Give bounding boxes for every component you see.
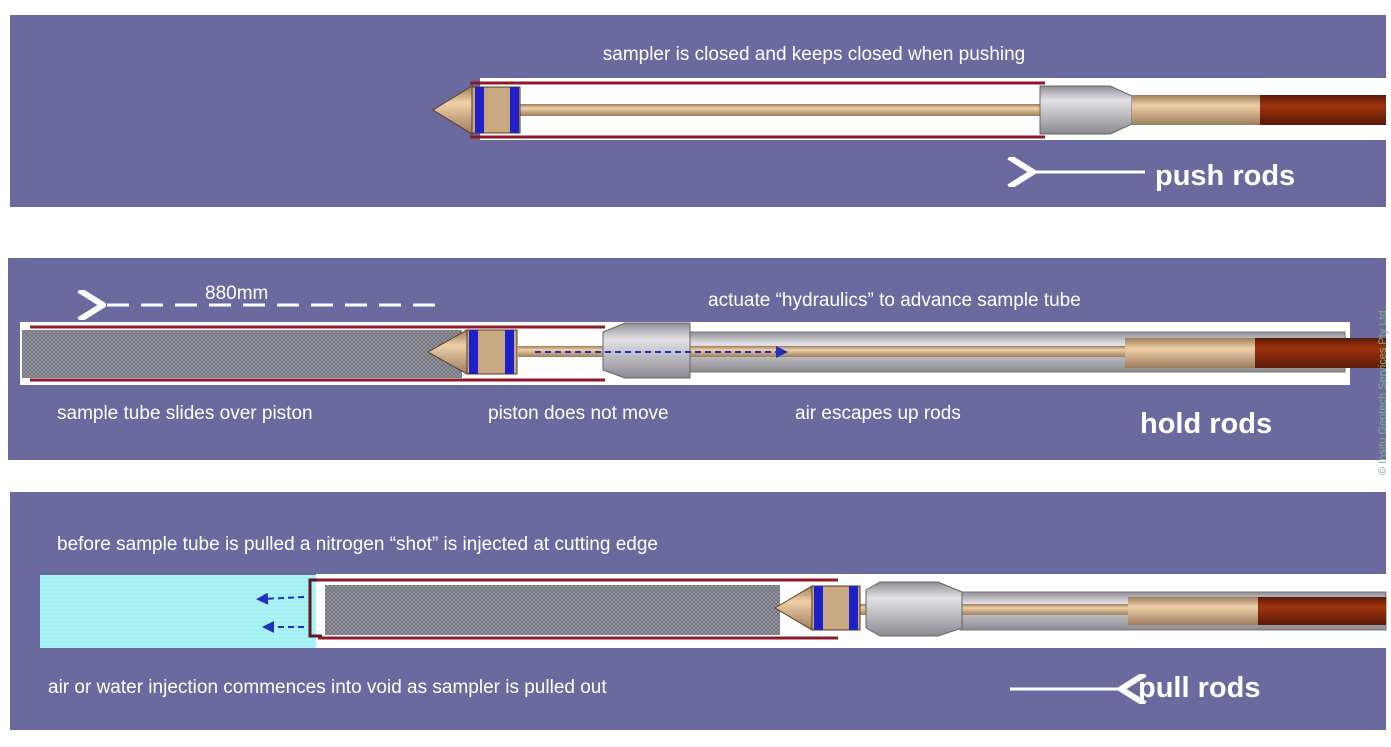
soil-sample xyxy=(325,585,780,635)
rod xyxy=(1132,95,1260,125)
inner-rod xyxy=(860,604,1130,615)
action-label: hold rods xyxy=(1140,408,1272,440)
label-air: air escapes up rods xyxy=(795,403,961,424)
label-injection: air or water injection commences into vo… xyxy=(48,677,607,698)
sampler-head xyxy=(865,581,963,637)
piston-seal xyxy=(849,586,858,630)
void-injection xyxy=(40,575,316,648)
sampler-head xyxy=(602,322,691,379)
cutting-edge xyxy=(308,578,322,638)
piston-seal xyxy=(510,87,519,133)
rod-extension xyxy=(1258,597,1386,625)
panel-pull: before sample tube is pulled a nitrogen … xyxy=(10,492,1387,730)
watermark: © Insitu Geotech Services Pty Ltd xyxy=(1377,310,1389,475)
piston-seal xyxy=(469,330,478,374)
piston-seal xyxy=(475,87,484,133)
caption: sampler is closed and keeps closed when … xyxy=(603,44,1025,65)
action-label: pull rods xyxy=(1138,672,1260,704)
inner-rod xyxy=(518,346,1128,357)
distance-label: 880mm xyxy=(205,283,268,304)
action-label: push rods xyxy=(1155,160,1295,192)
rod-extension xyxy=(1255,338,1386,368)
caption: before sample tube is pulled a nitrogen … xyxy=(57,534,658,555)
panel-hold: 880mm actuate “hydraulics” to advance sa… xyxy=(8,258,1386,460)
rod-extension xyxy=(1260,95,1386,125)
label-sample-tube: sample tube slides over piston xyxy=(57,403,313,424)
nitrogen-arrow-icon xyxy=(256,592,305,605)
caption: actuate “hydraulics” to advance sample t… xyxy=(708,290,1081,311)
sampler-head xyxy=(1039,85,1133,135)
panel-push: sampler is closed and keeps closed when … xyxy=(10,15,1386,207)
label-piston: piston does not move xyxy=(488,403,669,424)
rod xyxy=(1125,338,1255,368)
rod xyxy=(1128,597,1258,625)
piston-seal xyxy=(814,586,823,630)
inner-rod xyxy=(520,104,1140,116)
soil-sample xyxy=(22,330,462,378)
piston-seal xyxy=(505,330,514,374)
